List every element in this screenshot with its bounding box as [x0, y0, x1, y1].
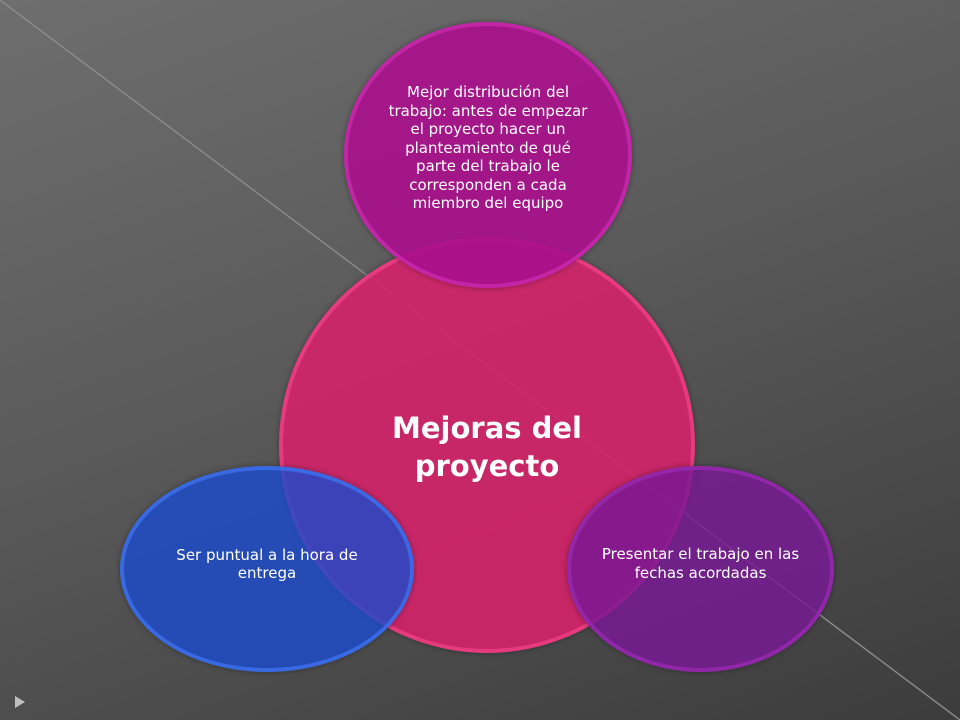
left-circle-label: Ser puntual a la hora de entrega	[176, 546, 358, 582]
top-circle: Mejor distribución del trabajo: antes de…	[344, 22, 632, 288]
left-circle: Ser puntual a la hora de entrega	[120, 466, 414, 672]
center-circle-label: Mejoras del proyecto	[392, 411, 582, 483]
right-circle-label: Presentar el trabajo en las fechas acord…	[601, 545, 800, 582]
right-circle: Presentar el trabajo en las fechas acord…	[567, 466, 834, 672]
top-circle-label: Mejor distribución del trabajo: antes de…	[388, 83, 588, 213]
triangle-bullet-icon	[15, 696, 25, 708]
